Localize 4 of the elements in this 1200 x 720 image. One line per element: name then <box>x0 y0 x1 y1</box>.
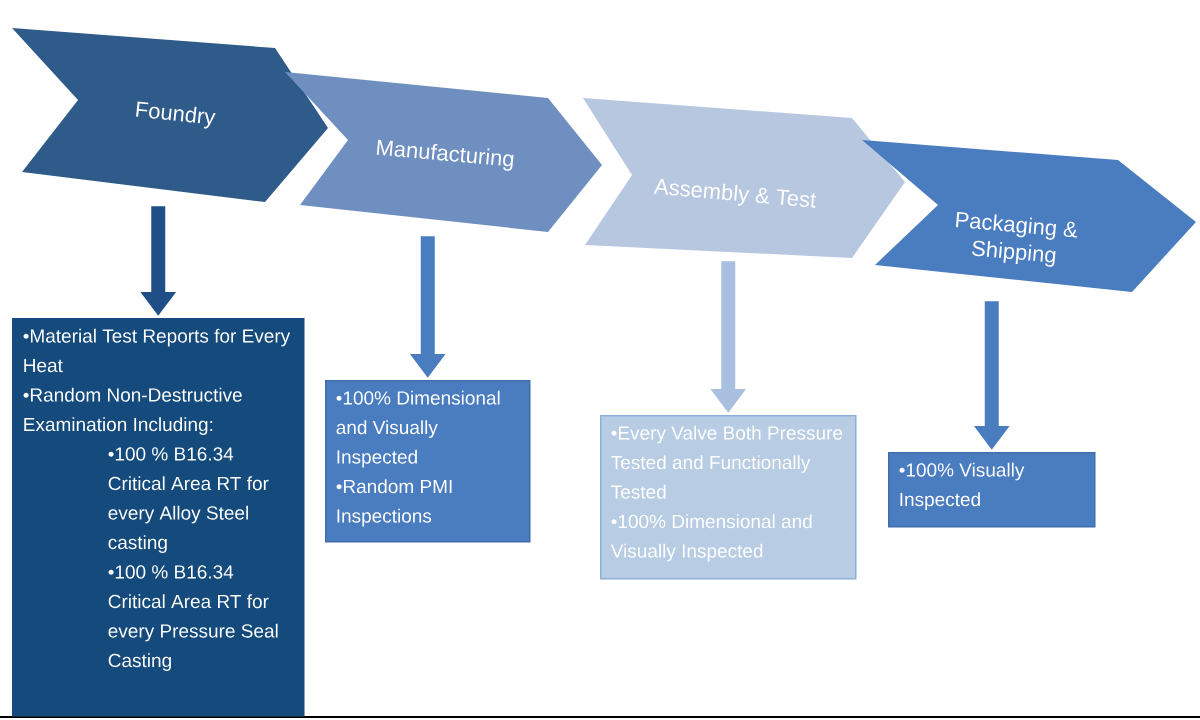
text-box: •100% Visually Inspected <box>888 452 1096 528</box>
text-box: •100% Dimensional and Visually Inspected •Random PMI Inspections <box>325 380 531 543</box>
text-box: •Material Test Reports for Every Heat •Random Non-Destructive Examination Including: •100 % B16.34 Critical Area RT for every Alloy Steel casting •100 % B16.34 Critical Area RT for every Pressure Seal Casting <box>12 318 305 717</box>
text-box: •Every Valve Both Pressure Tested and Functionally Tested •100% Dimensional and Visually Inspected <box>600 415 857 580</box>
